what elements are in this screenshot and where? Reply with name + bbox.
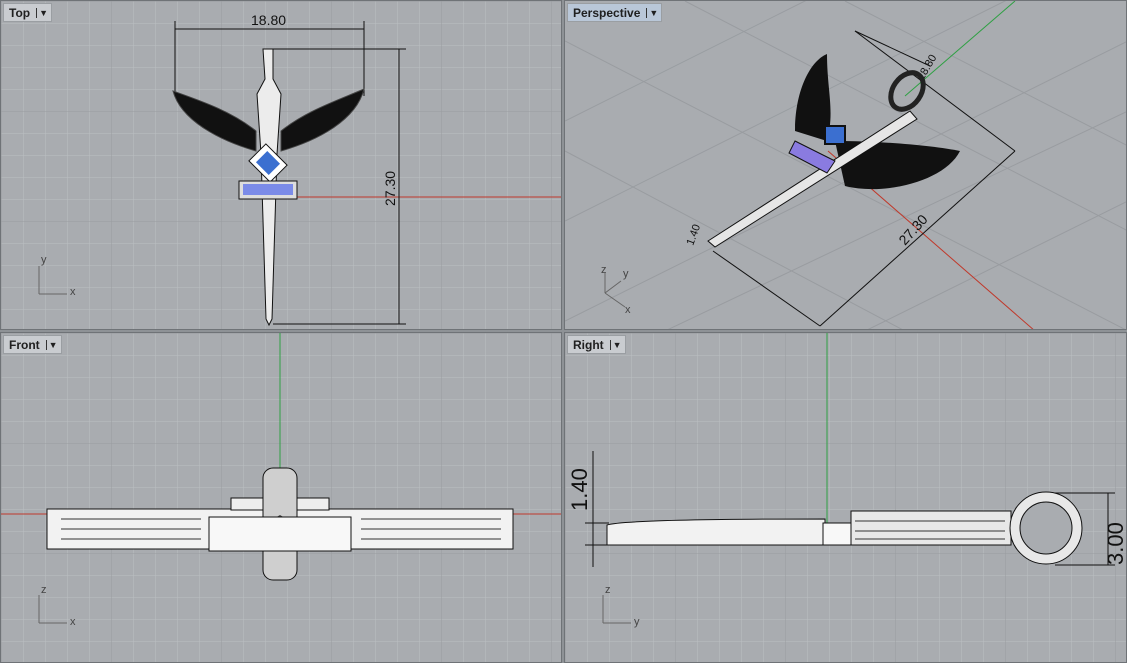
right-view-canvas[interactable]: 1.40 3.00 z y xyxy=(565,333,1127,663)
bail-ring-hole xyxy=(1019,501,1073,555)
center-block xyxy=(822,522,856,546)
gem xyxy=(824,125,846,145)
axis-label-z: z xyxy=(41,584,47,596)
axis-label-x: x xyxy=(70,286,76,298)
viewport-front[interactable]: Front ▼ z x xyxy=(0,332,562,663)
dimension-width xyxy=(174,21,406,325)
bail-ring xyxy=(888,70,926,112)
dimension-thickness-label: 1.40 xyxy=(567,468,592,511)
axis-label-y: y xyxy=(41,254,47,266)
right-wing xyxy=(280,88,365,152)
wing-detail xyxy=(855,520,1005,540)
axis-label-y: y xyxy=(634,616,640,628)
center-block xyxy=(208,516,352,552)
axis-label-z: z xyxy=(601,264,607,276)
axis-icon xyxy=(602,595,631,624)
dimension-width-label: 18.80 xyxy=(251,12,286,28)
top-view-canvas[interactable]: 18.80 27.30 y x xyxy=(1,1,562,330)
axis-label-z: z xyxy=(605,584,611,596)
dimension-height-label: 27.30 xyxy=(382,171,398,206)
viewport-title-top[interactable]: Top ▼ xyxy=(3,3,53,22)
dimension-lines xyxy=(585,451,1115,567)
wing-profile xyxy=(850,510,1012,546)
axis-label-x: x xyxy=(625,304,631,316)
gem xyxy=(255,150,281,176)
axis-label-x: x xyxy=(70,616,76,628)
viewport-label: Right xyxy=(573,337,604,352)
crossguard-stones xyxy=(788,140,836,174)
chevron-down-icon[interactable]: ▼ xyxy=(646,7,658,18)
viewport-title-perspective[interactable]: Perspective ▼ xyxy=(567,3,663,22)
blade-profile xyxy=(606,518,826,546)
stones xyxy=(243,184,293,195)
viewport-top[interactable]: Top ▼ 18.80 27.30 y x xyxy=(0,0,562,330)
chevron-down-icon[interactable]: ▼ xyxy=(609,339,622,350)
sword-blade xyxy=(707,110,918,248)
viewport-perspective[interactable]: Perspective ▼ 27.30 18.80 1.40 z y x xyxy=(564,0,1127,330)
dimension-ring-label: 3.00 xyxy=(1103,522,1127,565)
viewport-label: Front xyxy=(9,337,40,352)
chevron-down-icon[interactable]: ▼ xyxy=(45,339,58,350)
front-view-canvas[interactable]: z x xyxy=(1,333,562,663)
dimension-lines xyxy=(712,30,1016,327)
dimension-thickness-label: 1.40 xyxy=(685,223,704,247)
axis-icon xyxy=(38,595,67,624)
viewport-label: Perspective xyxy=(573,5,641,20)
axis-icon xyxy=(38,266,67,295)
perspective-view-canvas[interactable]: 27.30 18.80 1.40 z y x xyxy=(565,1,1127,330)
chevron-down-icon[interactable]: ▼ xyxy=(36,7,48,18)
wing-detail xyxy=(61,518,501,540)
axis-icon xyxy=(604,273,626,308)
right-wing xyxy=(835,141,960,190)
axis-label-y: y xyxy=(623,268,629,280)
viewport-right[interactable]: Right ▼ 1.40 3.00 z y xyxy=(564,332,1127,663)
viewport-label: Top xyxy=(9,5,31,20)
left-wing xyxy=(795,54,831,141)
viewport-title-front[interactable]: Front ▼ xyxy=(3,335,62,354)
left-wing xyxy=(172,90,257,152)
viewport-title-right[interactable]: Right ▼ xyxy=(567,335,626,354)
